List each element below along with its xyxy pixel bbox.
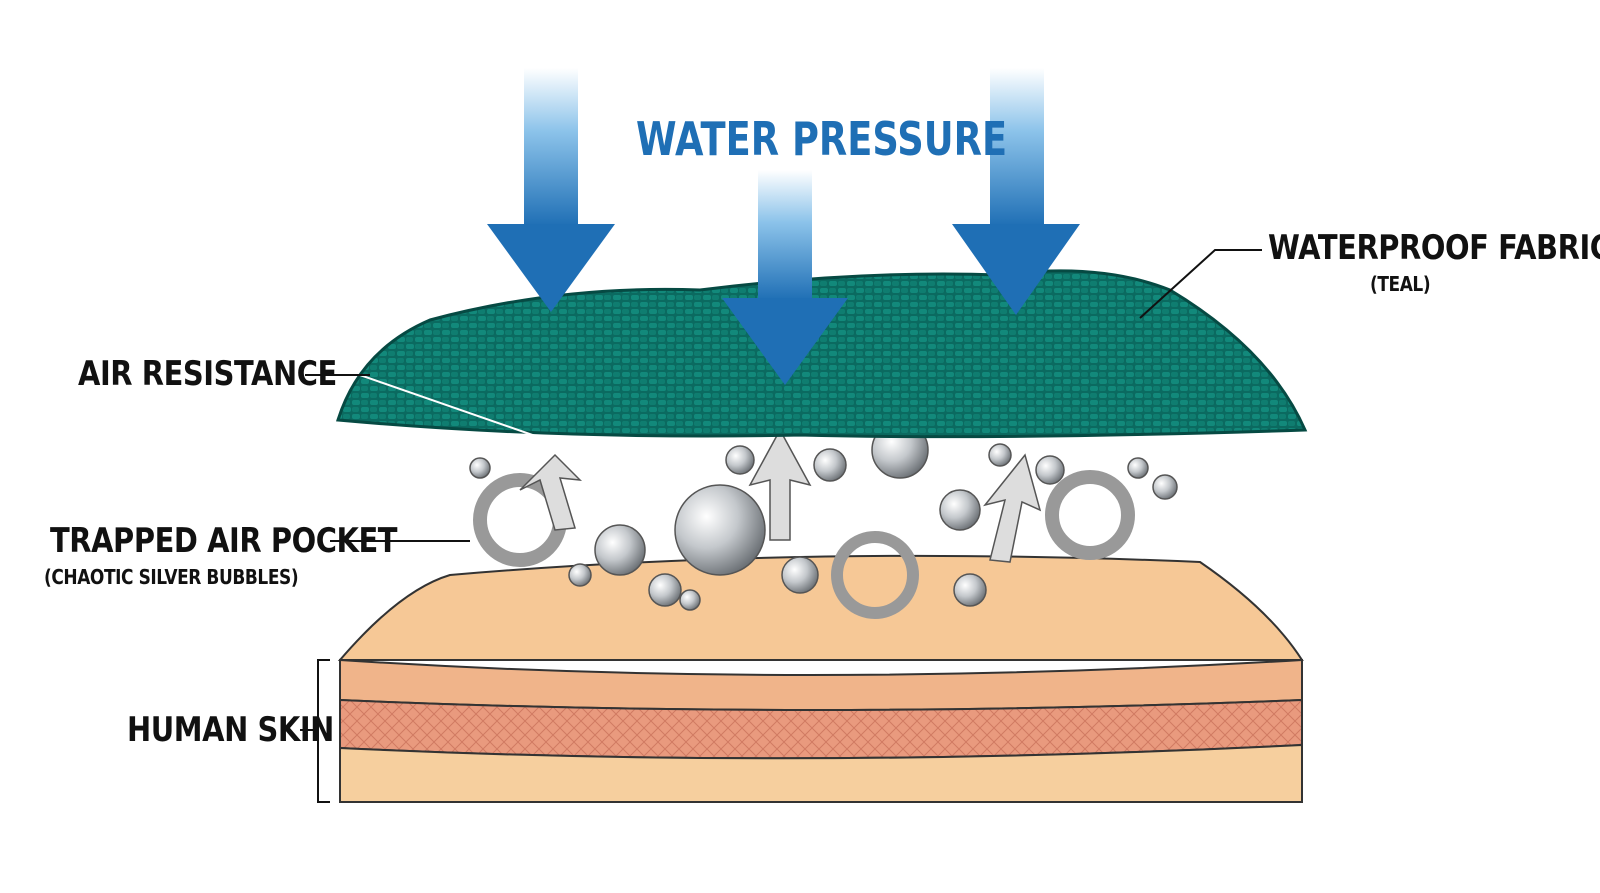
human-skin-label: HUMAN SKIN (127, 710, 334, 750)
air-resistance-label: AIR RESISTANCE (78, 354, 337, 394)
water-pressure-title: WATER PRESSURE (636, 112, 1008, 166)
air-pocket-bubbles (469, 421, 1178, 619)
waterproof-fabric-label: WATERPROOF FABRIC (1268, 228, 1600, 268)
pressure-arrow-center (722, 170, 848, 385)
trapped-air-pocket-label: TRAPPED AIR POCKET (50, 521, 398, 561)
waterproof-fabric (336, 269, 1308, 439)
leader-lines (300, 249, 1262, 803)
pressure-arrow-right (952, 68, 1080, 315)
human-skin-illustration (337, 554, 1304, 803)
waterproof-fabric-note: (TEAL) (1370, 272, 1431, 296)
water-pressure-arrows (487, 68, 1080, 385)
trapped-air-pocket-note: (CHAOTIC SILVER BUBBLES) (44, 565, 299, 589)
pressure-arrow-left (487, 68, 615, 312)
